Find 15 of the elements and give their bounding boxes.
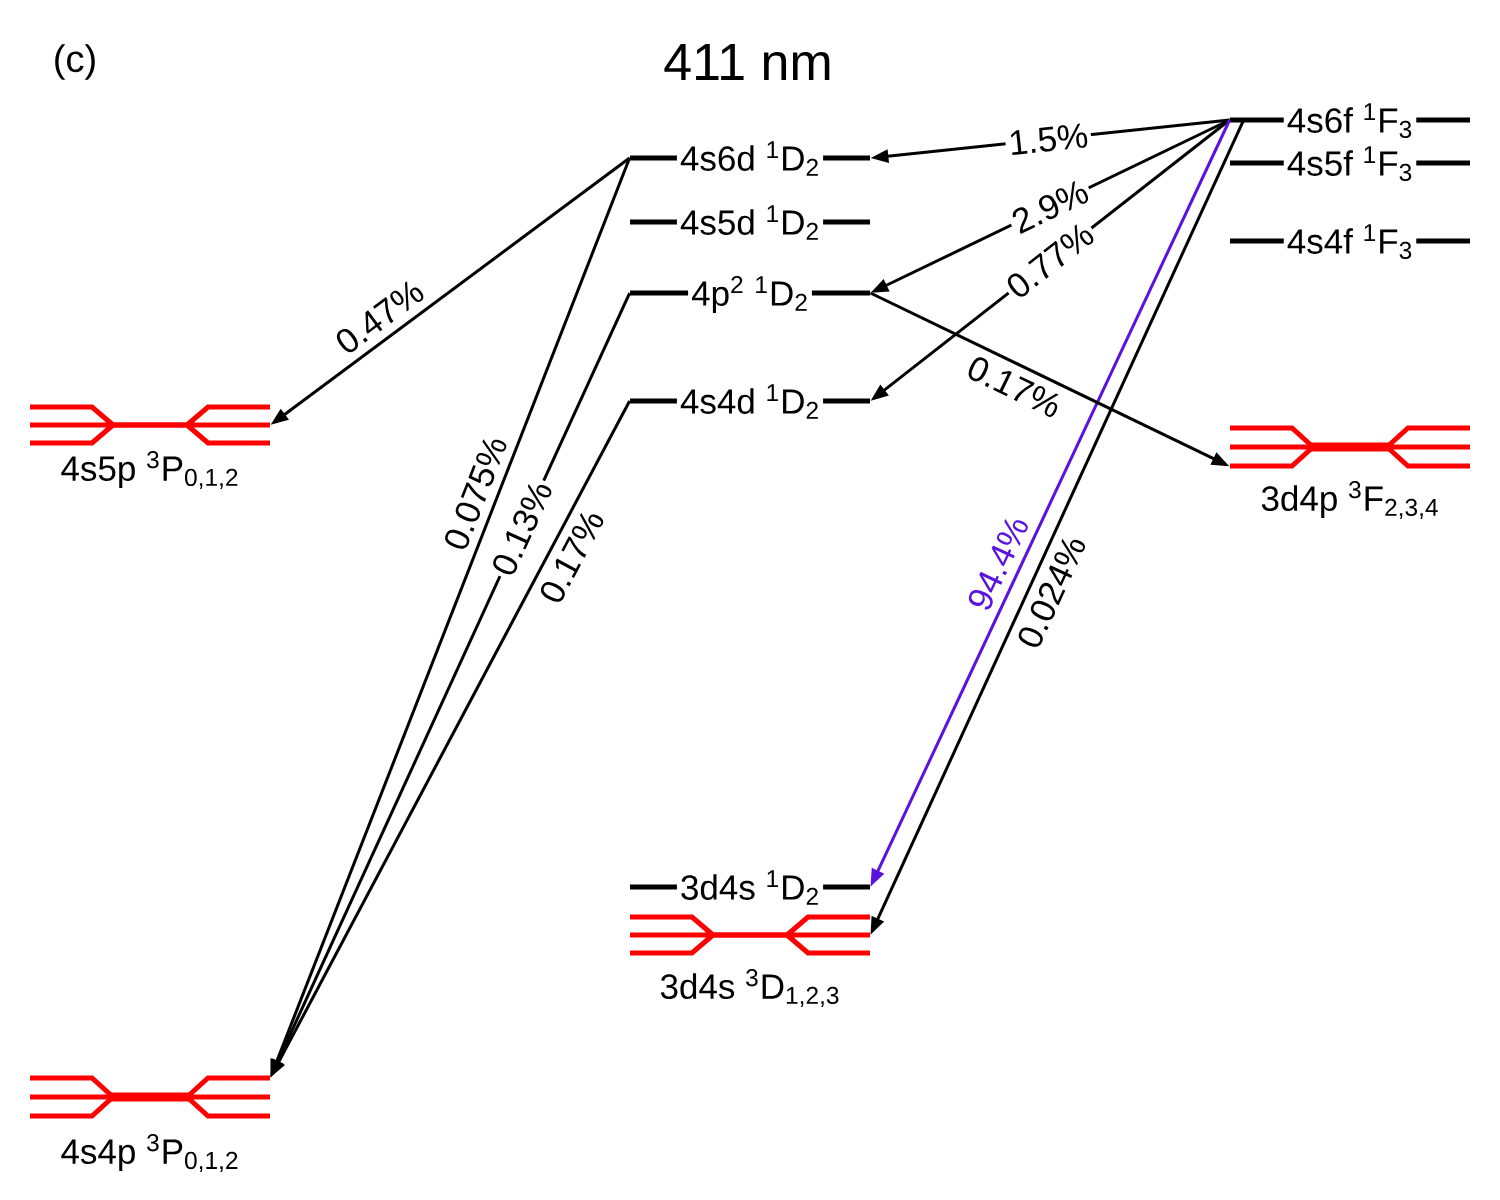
level-label: 3d4p $^{3}$F$_{2,3,4}$	[1261, 481, 1438, 519]
level-label: 4s5p $^{3}$P$_{0,1,2}$	[61, 451, 238, 489]
energy-level: 4p$^{2 1}$D$_{2}$	[630, 275, 870, 313]
energy-level: 3d4s $^{1}$D$_{2}$	[630, 870, 870, 905]
edge-label: 1.5%	[1003, 119, 1093, 159]
panel-label: (c)	[55, 44, 95, 80]
energy-level: 4s6d $^{1}$D$_{2}$	[630, 141, 870, 176]
title: 411 nm	[664, 44, 830, 80]
energy-level: 4s4f $^{1}$F$_{3}$	[1230, 224, 1470, 260]
energy-level: 4s5f $^{1}$F$_{3}$	[1230, 146, 1470, 182]
level-label: 4s4p $^{3}$P$_{0,1,2}$	[61, 1134, 238, 1172]
energy-level: 4s4d $^{1}$D$_{2}$	[630, 384, 870, 419]
level-label: 3d4s $^{3}$D$_{1,2,3}$	[660, 969, 839, 1007]
energy-level: 4s6f $^{1}$F$_{3}$	[1230, 103, 1470, 139]
energy-level: 4s5d $^{1}$D$_{2}$	[630, 205, 870, 240]
